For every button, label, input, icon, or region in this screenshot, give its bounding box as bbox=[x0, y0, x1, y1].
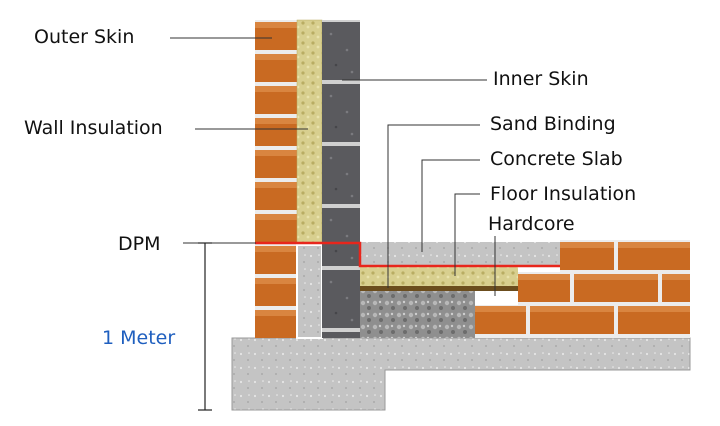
label-outer-skin: Outer Skin bbox=[34, 26, 135, 48]
label-floor-insulation: Floor Insulation bbox=[490, 183, 637, 205]
concrete-slab bbox=[360, 242, 560, 266]
hardcore-layer bbox=[360, 291, 475, 338]
cavity-fill bbox=[296, 244, 323, 339]
label-sand-binding: Sand Binding bbox=[490, 113, 616, 135]
label-wall-insulation: Wall Insulation bbox=[24, 117, 163, 139]
foundation bbox=[231, 337, 691, 411]
label-hardcore: Hardcore bbox=[488, 213, 575, 235]
outer-skin-brick-wall bbox=[255, 20, 297, 338]
label-dpm: DPM bbox=[118, 233, 161, 255]
label-1-meter: 1 Meter bbox=[102, 327, 176, 349]
label-inner-skin: Inner Skin bbox=[493, 68, 589, 90]
leader-concrete-slab bbox=[421, 159, 480, 252]
wall-insulation-layer bbox=[296, 19, 323, 246]
label-concrete-slab: Concrete Slab bbox=[490, 148, 623, 170]
sand-binding-layer bbox=[360, 286, 518, 291]
floor-brick-mass bbox=[475, 240, 690, 338]
floor-insulation-layer bbox=[360, 266, 518, 286]
dpm-line bbox=[255, 241, 560, 268]
leader-floor-insulation bbox=[454, 193, 480, 276]
dimension-1-meter bbox=[198, 242, 212, 411]
inner-skin-block-wall bbox=[322, 20, 360, 338]
leader-sand-binding bbox=[387, 124, 480, 288]
